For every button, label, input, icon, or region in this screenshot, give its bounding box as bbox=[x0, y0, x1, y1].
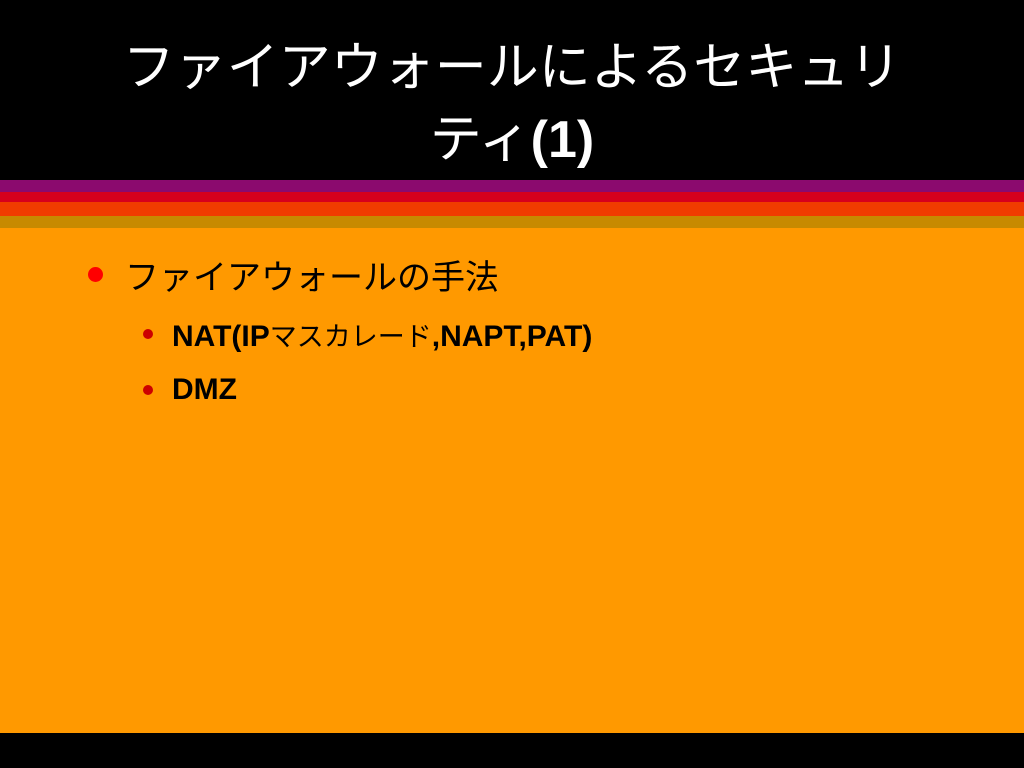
sub-bullet-item-dmz: DMZ bbox=[143, 370, 237, 410]
decorative-stripe-red bbox=[0, 192, 1024, 202]
bullet-text-firewall-methods: ファイアウォールの手法 bbox=[125, 257, 499, 298]
title-band: ファイアウォールによるセキュリ ティ(1) bbox=[0, 0, 1024, 180]
slide-title-number: (1) bbox=[530, 111, 595, 169]
sub-bullet-dot-icon bbox=[143, 329, 153, 339]
sub-bullet-text-dmz: DMZ bbox=[172, 373, 237, 406]
bullet-item-level1: ファイアウォールの手法 bbox=[88, 250, 499, 298]
slide-title-line-2-text: ティ bbox=[429, 110, 531, 170]
decorative-stripe-orange-red bbox=[0, 202, 1024, 216]
content-area bbox=[0, 228, 1024, 733]
sub-bullet-nat-part3: ,NAPT,PAT) bbox=[431, 319, 593, 353]
bullet-dot-icon bbox=[88, 266, 103, 282]
decorative-stripe-gold bbox=[0, 216, 1024, 228]
sub-bullet-nat-part1: NAT(IP bbox=[172, 319, 270, 353]
sub-bullet-nat-part2: マスカレード bbox=[269, 321, 432, 353]
sub-bullet-dot-icon bbox=[143, 385, 153, 395]
bottom-band bbox=[0, 733, 1024, 768]
sub-bullet-text-nat: NAT(IPマスカレード,NAPT,PAT) bbox=[172, 315, 592, 354]
decorative-stripe-purple bbox=[0, 180, 1024, 192]
slide-title-line-2: ティ(1) bbox=[0, 108, 1024, 172]
slide-title-line-1: ファイアウォールによるセキュリ bbox=[122, 38, 902, 98]
sub-bullet-item-nat: NAT(IPマスカレード,NAPT,PAT) bbox=[143, 314, 592, 354]
